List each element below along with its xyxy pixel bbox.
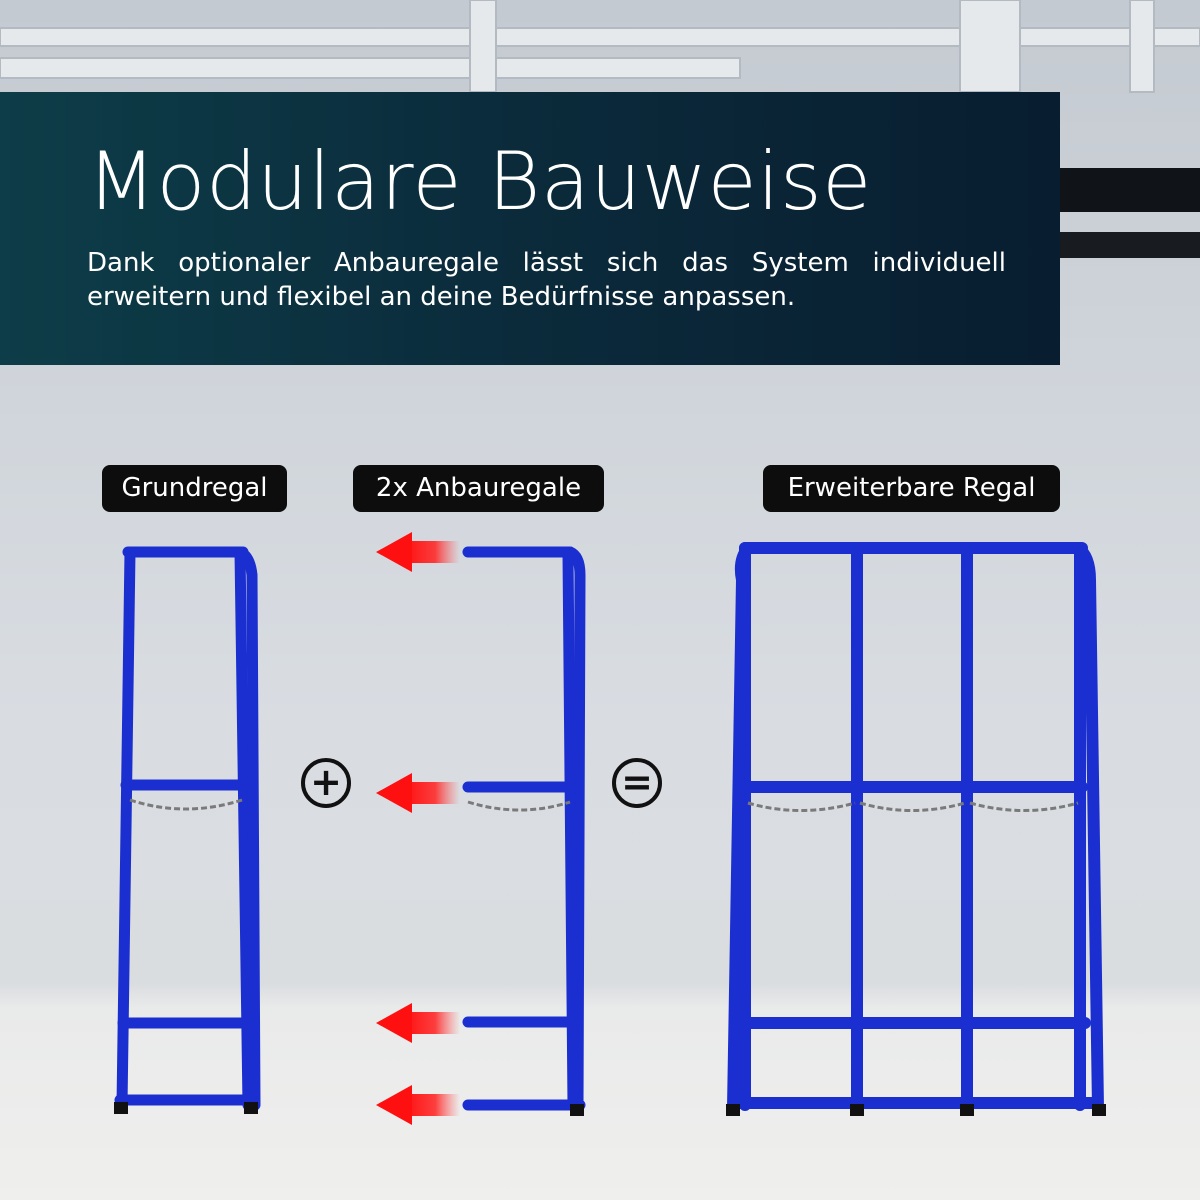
red-arrow-icon xyxy=(376,1085,460,1125)
foot xyxy=(570,1104,584,1116)
plus-icon: + xyxy=(301,758,351,808)
feet xyxy=(726,1104,1106,1116)
page-subtitle: Dank optionaler Anbauregale lässt sich d… xyxy=(87,248,1006,312)
label-extension-shelves: 2x Anbauregale xyxy=(353,465,604,512)
black-duct xyxy=(1060,168,1200,258)
page-title: Modulare Bauweise xyxy=(87,135,872,228)
foot xyxy=(244,1102,258,1114)
header-banner: Modulare Bauweise Dank optionaler Anbaur… xyxy=(0,92,1060,365)
red-arrow-icon xyxy=(376,532,460,572)
ceiling-pipes xyxy=(0,0,1200,93)
base-shelf-rack xyxy=(114,546,261,1111)
label-expandable-shelf: Erweiterbare Regal xyxy=(763,465,1060,512)
chain xyxy=(467,800,571,812)
expandable-shelf-rack xyxy=(727,542,1104,1114)
foot xyxy=(114,1102,128,1114)
label-base-shelf: Grundregal xyxy=(102,465,287,512)
red-arrow-icon xyxy=(376,1003,460,1043)
red-arrow-icon xyxy=(376,773,460,813)
extension-shelf-rack xyxy=(462,546,586,1111)
chain xyxy=(129,798,243,811)
equals-icon: = xyxy=(612,758,662,808)
chain xyxy=(747,801,1079,812)
